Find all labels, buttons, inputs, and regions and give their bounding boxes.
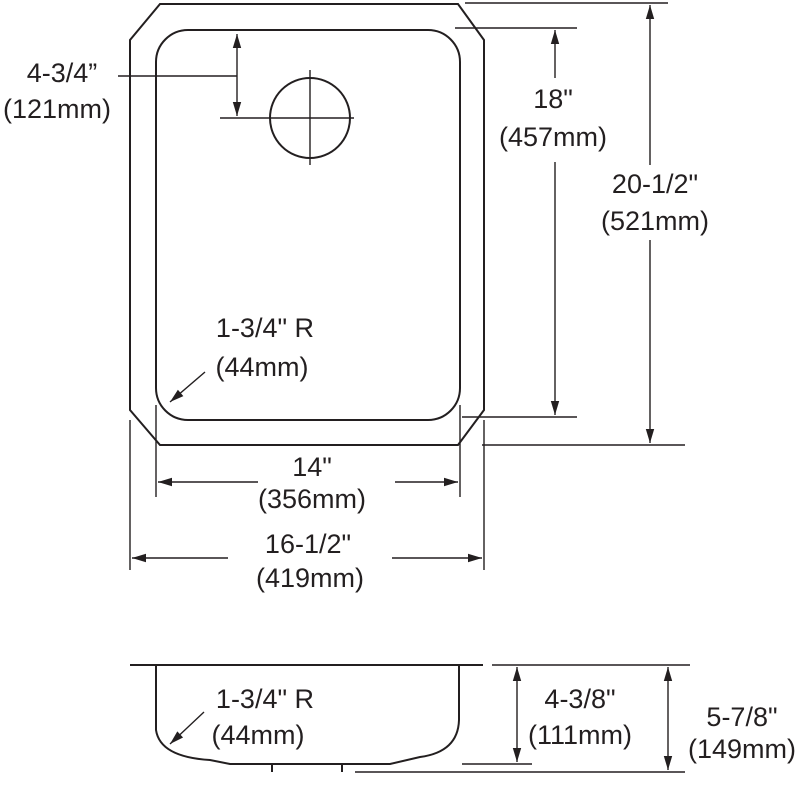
drain-offset-dimension: 4-3/4” (121mm) <box>3 34 242 124</box>
bowl-length-imperial: 18" <box>533 84 573 114</box>
bowl-depth-dimension: 4-3/8" (111mm) <box>462 664 690 765</box>
top-view: 4-3/4” (121mm) 18" (457mm) 20-1/2" (521m… <box>3 2 713 593</box>
side-view: 1-3/4" R (44mm) 4-3/8" (111mm) 5-7/8" (1… <box>130 664 796 773</box>
overall-width-imperial: 16-1/2" <box>265 529 351 559</box>
overall-depth-imperial: 5-7/8" <box>706 702 777 732</box>
overall-width-metric: (419mm) <box>256 563 364 593</box>
overall-length-dimension: 20-1/2" (521mm) <box>465 2 713 446</box>
side-corner-radius-metric: (44mm) <box>212 720 305 750</box>
bowl-depth-metric: (111mm) <box>528 720 632 750</box>
bowl-length-metric: (457mm) <box>499 122 607 152</box>
corner-radius-imperial: 1-3/4" R <box>216 313 314 343</box>
overall-depth-metric: (149mm) <box>688 734 796 764</box>
side-corner-radius-callout: 1-3/4" R (44mm) <box>169 684 314 750</box>
drain-offset-metric: (121mm) <box>3 94 111 124</box>
overall-depth-dimension: 5-7/8" (149mm) <box>663 667 796 770</box>
corner-radius-callout: 1-3/4" R (44mm) <box>169 313 314 403</box>
sink-bowl-profile <box>155 665 460 765</box>
sink-rim-outline <box>129 3 485 446</box>
corner-radius-metric: (44mm) <box>216 352 309 382</box>
bowl-width-metric: (356mm) <box>258 484 366 514</box>
bowl-width-dimension: 14" (356mm) <box>155 405 461 514</box>
overall-width-dimension: 16-1/2" (419mm) <box>129 420 485 593</box>
side-corner-radius-imperial: 1-3/4" R <box>216 684 314 714</box>
bowl-depth-imperial: 4-3/8" <box>544 684 615 714</box>
overall-length-metric: (521mm) <box>601 206 709 236</box>
bowl-length-dimension: 18" (457mm) <box>455 27 610 418</box>
drain-offset-imperial: 4-3/4” <box>27 58 98 88</box>
overall-length-imperial: 20-1/2" <box>612 169 698 199</box>
sink-bowl-outline <box>155 29 461 421</box>
bowl-width-imperial: 14" <box>292 452 332 482</box>
drain-outlet <box>271 764 343 772</box>
drain-hole <box>220 70 354 165</box>
